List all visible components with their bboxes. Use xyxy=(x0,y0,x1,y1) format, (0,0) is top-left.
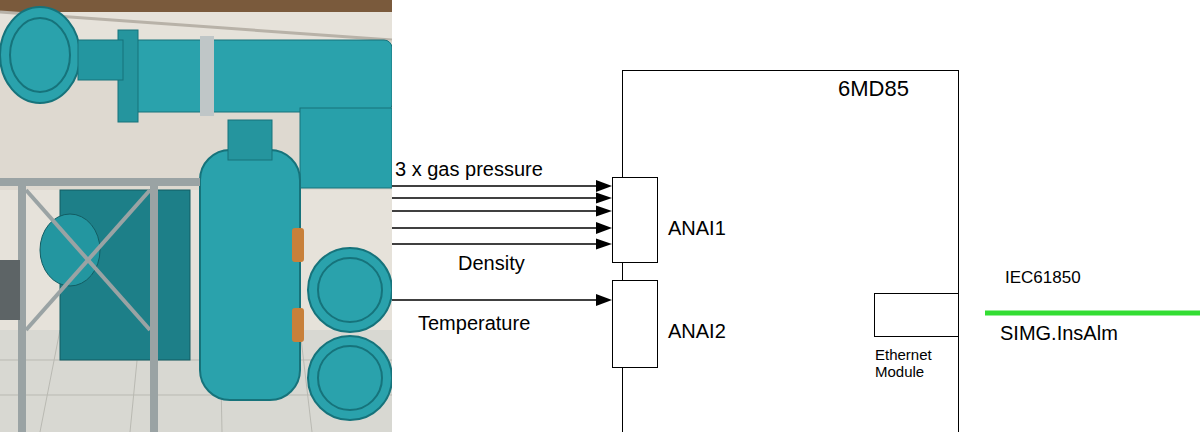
protocol-name: IEC61850 xyxy=(1005,268,1081,288)
side-flange-ring xyxy=(318,258,382,322)
signal-arrows xyxy=(392,180,612,306)
input-module: ANAI1 xyxy=(612,177,658,263)
signal-name: 3 x gas pressure xyxy=(395,158,543,181)
arrow-lines xyxy=(392,186,600,300)
signal-line xyxy=(392,185,600,187)
frame-brace xyxy=(26,190,150,330)
arrow-head xyxy=(596,193,612,204)
signal-line xyxy=(392,227,600,229)
iec61850-link xyxy=(985,311,1200,316)
frame-post xyxy=(150,178,158,432)
flange-neck xyxy=(78,40,123,80)
arrow-head xyxy=(596,294,612,306)
side-flange xyxy=(308,336,392,420)
arrow-head xyxy=(596,222,612,234)
side-flange-ring xyxy=(318,346,382,410)
ethernet-module: Ethernet Module xyxy=(874,293,959,337)
arrow-head xyxy=(596,180,612,192)
input-module: ANAI2 xyxy=(612,280,658,368)
module-name: ANAI2 xyxy=(668,320,726,343)
signal-line xyxy=(392,299,600,301)
frame-braces xyxy=(26,190,150,330)
signal-line xyxy=(392,197,600,199)
device-name: 6MD85 xyxy=(838,76,909,101)
drive-box xyxy=(300,108,392,188)
arrow-heads xyxy=(596,180,612,306)
tank-neck xyxy=(228,120,272,160)
top-flange-disc xyxy=(0,7,80,103)
frame-brace xyxy=(26,190,150,330)
ceiling-beam xyxy=(0,0,392,12)
switchgear-photo xyxy=(0,0,392,432)
cable-box xyxy=(0,260,20,320)
lower-flange xyxy=(40,214,100,286)
frame-beam xyxy=(0,178,200,186)
module-name: ANAI1 xyxy=(668,217,726,240)
signal-name: SIMG.InsAlm xyxy=(1000,322,1118,345)
busbar-pipe xyxy=(130,40,392,112)
steel-frame xyxy=(0,178,200,432)
pipe-clamp xyxy=(200,36,214,116)
side-flange xyxy=(308,248,392,332)
signal-line xyxy=(392,210,600,212)
breaker-tank xyxy=(200,150,300,400)
top-flange-ring xyxy=(10,18,70,92)
floor-tiles xyxy=(0,330,392,432)
tile-line xyxy=(40,330,60,432)
module-name: Ethernet Module xyxy=(875,346,953,381)
arrow-head xyxy=(596,206,612,217)
wall xyxy=(0,0,392,432)
signal-name: Density xyxy=(458,252,525,275)
arrow-head xyxy=(596,239,612,250)
signal-line xyxy=(392,243,600,245)
device-box: 6MD85ANAI1ANAI2Ethernet Module xyxy=(622,70,959,432)
signal-name: Temperature xyxy=(418,312,530,335)
floor xyxy=(0,330,392,432)
indicator-strip xyxy=(292,228,304,262)
indicator-strip xyxy=(292,308,304,342)
